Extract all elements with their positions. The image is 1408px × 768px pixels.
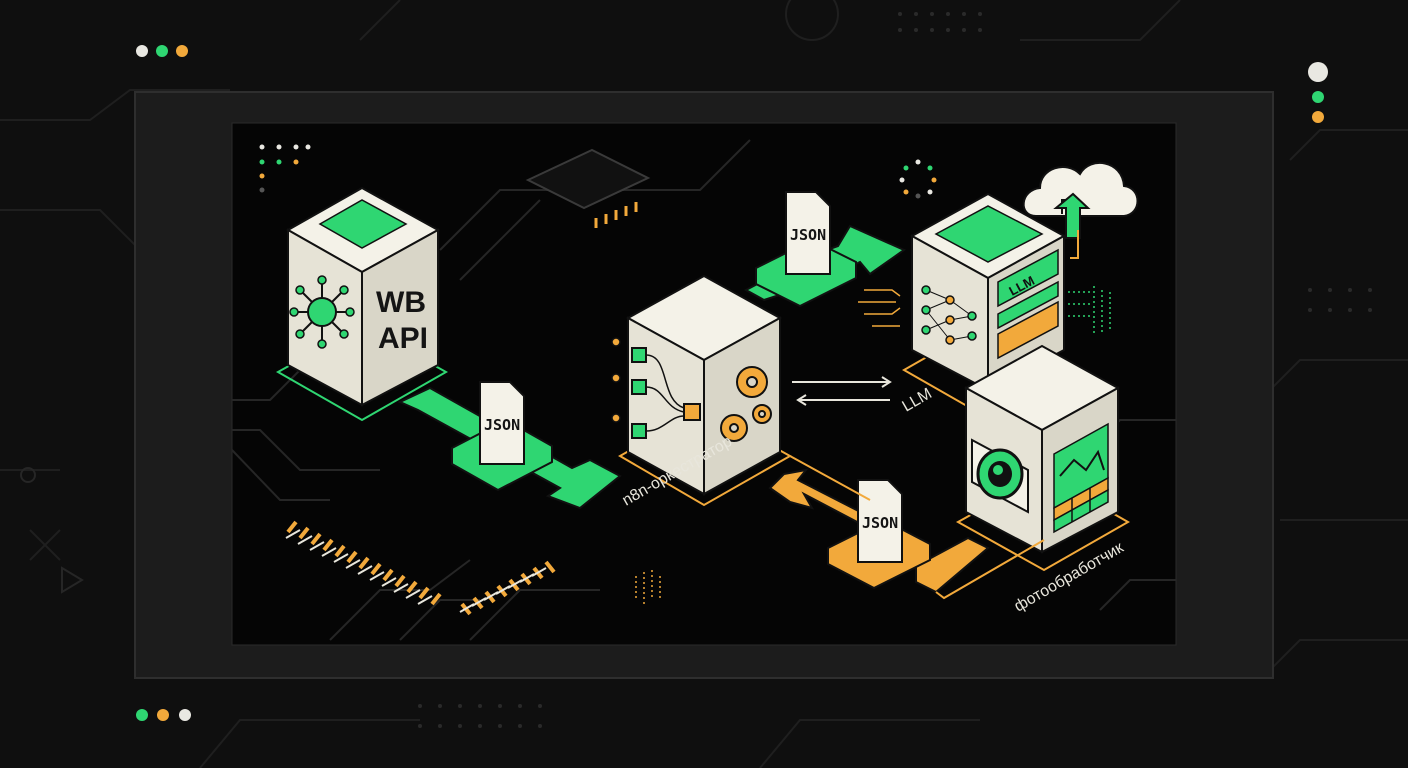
chevron-chain-left (286, 520, 442, 606)
wb-api-line1: WB (376, 286, 426, 319)
neural-network-icon (921, 285, 977, 345)
json-label-3: JSON (862, 514, 898, 532)
json-doc-icon (785, 191, 831, 275)
photo-processor-node[interactable]: фотообработчик (955, 344, 1131, 615)
json-label-2: JSON (790, 226, 826, 244)
wb-api-node[interactable]: WB API (275, 186, 449, 422)
arrow-wb-to-orchestrator: JSON (397, 381, 622, 510)
json-doc-icon (479, 381, 525, 465)
virus-network-icon (289, 275, 355, 349)
image-grid-icon (1053, 422, 1109, 534)
gears-icon (720, 366, 772, 442)
bidirectional-link (792, 376, 892, 406)
arrow-orchestrator-to-llm: JSON (743, 191, 907, 308)
json-label-1: JSON (484, 416, 520, 434)
camera-icon (971, 438, 1029, 514)
wb-api-line2: API (378, 322, 428, 355)
chip-icon (525, 148, 651, 228)
cloud-upload-icon (1022, 162, 1139, 259)
